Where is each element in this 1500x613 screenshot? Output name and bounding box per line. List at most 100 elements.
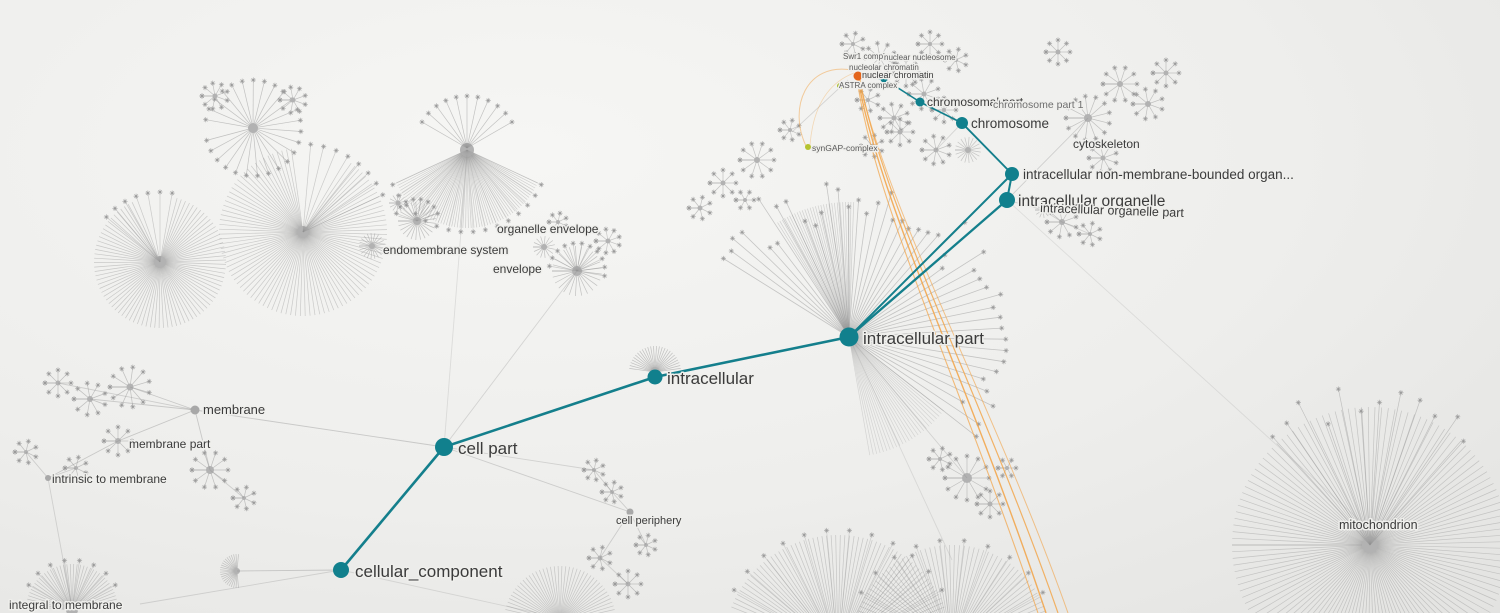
cluster-node[interactable] — [1163, 70, 1169, 76]
leaf-node-glyph — [599, 489, 605, 495]
cluster-node[interactable] — [1088, 232, 1092, 236]
cluster-node[interactable] — [74, 466, 78, 470]
cluster-node[interactable] — [597, 555, 603, 561]
fan-spoke — [423, 149, 468, 215]
fan-spoke — [864, 556, 906, 613]
cluster-node[interactable] — [126, 383, 134, 391]
term-node[interactable] — [45, 475, 51, 481]
leaf-node-glyph — [890, 540, 896, 547]
cluster-node[interactable] — [24, 450, 28, 454]
fan-spoke — [845, 537, 864, 613]
cluster-node[interactable] — [942, 108, 946, 112]
cluster-node[interactable] — [897, 129, 903, 135]
cluster-node[interactable] — [1059, 219, 1065, 225]
leaf-node-glyph — [1113, 159, 1120, 166]
focus-node[interactable] — [853, 71, 863, 81]
cluster-node[interactable] — [1362, 537, 1378, 553]
cluster-node[interactable] — [556, 220, 560, 224]
annotated-node[interactable] — [805, 144, 811, 150]
cluster-node[interactable] — [938, 457, 942, 461]
cluster-node[interactable] — [572, 266, 582, 276]
cluster-node[interactable] — [933, 147, 939, 153]
cluster-node[interactable] — [697, 205, 703, 211]
cluster-node[interactable] — [903, 70, 909, 76]
node-intracellular_nmb_organelle[interactable] — [1005, 167, 1019, 181]
fan-spoke — [71, 580, 108, 611]
leaf-node-glyph — [84, 411, 91, 418]
cluster-node[interactable] — [1084, 114, 1092, 122]
cluster-node[interactable] — [1100, 155, 1106, 161]
cluster-node[interactable] — [1145, 101, 1151, 107]
cluster-node[interactable] — [921, 91, 927, 97]
cluster-node[interactable] — [928, 42, 932, 46]
fan-spoke — [302, 196, 380, 233]
term-node[interactable] — [190, 405, 200, 415]
cluster-node[interactable] — [877, 55, 883, 61]
cluster-node[interactable] — [87, 396, 93, 402]
cluster-node[interactable] — [290, 97, 296, 103]
cluster-node[interactable] — [987, 501, 993, 507]
cluster-node[interactable] — [610, 490, 614, 494]
cluster-node[interactable] — [154, 256, 166, 268]
leaf-node-glyph — [611, 479, 618, 486]
cluster-node[interactable] — [1055, 49, 1061, 55]
fan-spoke — [1233, 524, 1371, 546]
cluster-node[interactable] — [234, 568, 240, 574]
node-chromosome[interactable] — [956, 117, 968, 129]
node-cell_part[interactable] — [435, 438, 453, 456]
cluster-node[interactable] — [720, 180, 726, 186]
cluster-node[interactable] — [1117, 81, 1123, 87]
cluster-node[interactable] — [369, 243, 375, 249]
cluster-node[interactable] — [66, 604, 78, 613]
fan-spoke — [396, 149, 468, 184]
node-intracellular_organelle[interactable] — [999, 192, 1015, 208]
cluster-node[interactable] — [413, 217, 421, 225]
leaf-node-glyph — [859, 45, 866, 52]
cluster-node[interactable] — [297, 226, 309, 238]
cluster-node[interactable] — [866, 98, 870, 102]
cluster-node[interactable] — [962, 473, 972, 483]
leaf-node-glyph — [101, 438, 107, 444]
term-node[interactable] — [626, 508, 634, 516]
cluster-node[interactable] — [625, 581, 631, 587]
cluster-node[interactable] — [395, 200, 401, 206]
cluster-node[interactable] — [788, 128, 792, 132]
cluster-node[interactable] — [754, 157, 760, 163]
cluster-node[interactable] — [55, 380, 61, 386]
cluster-node[interactable] — [965, 147, 971, 153]
fan-spoke — [1237, 544, 1371, 586]
cluster-node[interactable] — [248, 123, 258, 133]
fan-spoke — [428, 112, 468, 149]
fan-spoke — [466, 149, 491, 225]
cluster-node[interactable] — [644, 543, 648, 547]
node-intracellular[interactable] — [647, 369, 663, 385]
cluster-node[interactable] — [851, 42, 855, 46]
node-chromosomal_part[interactable] — [915, 97, 925, 107]
cluster-node[interactable] — [954, 58, 958, 62]
annotated-node[interactable] — [848, 66, 854, 72]
node-intracellular_part[interactable] — [839, 327, 859, 347]
fan-spoke — [906, 555, 936, 613]
cluster-node[interactable] — [242, 496, 246, 500]
cluster-node[interactable] — [891, 115, 897, 121]
fan-spoke — [243, 231, 304, 292]
cluster-node[interactable] — [212, 93, 218, 99]
annotated-node[interactable] — [837, 83, 843, 89]
leaf-node-glyph — [867, 107, 874, 114]
cluster-node[interactable] — [1040, 207, 1046, 213]
node-cellular_component[interactable] — [333, 562, 349, 578]
node-chromatin_hub[interactable] — [880, 75, 888, 83]
fan-cluster — [1076, 220, 1103, 248]
cluster-node[interactable] — [541, 244, 547, 250]
fan-spoke — [848, 192, 892, 338]
cluster-node[interactable] — [605, 238, 611, 244]
cluster-node[interactable] — [1005, 466, 1009, 470]
cluster-node[interactable] — [115, 438, 121, 444]
cluster-node[interactable] — [743, 198, 747, 202]
leaf-node-glyph — [1008, 457, 1015, 464]
cluster-node[interactable] — [460, 143, 474, 157]
cluster-node[interactable] — [592, 468, 596, 472]
cluster-node[interactable] — [206, 466, 214, 474]
